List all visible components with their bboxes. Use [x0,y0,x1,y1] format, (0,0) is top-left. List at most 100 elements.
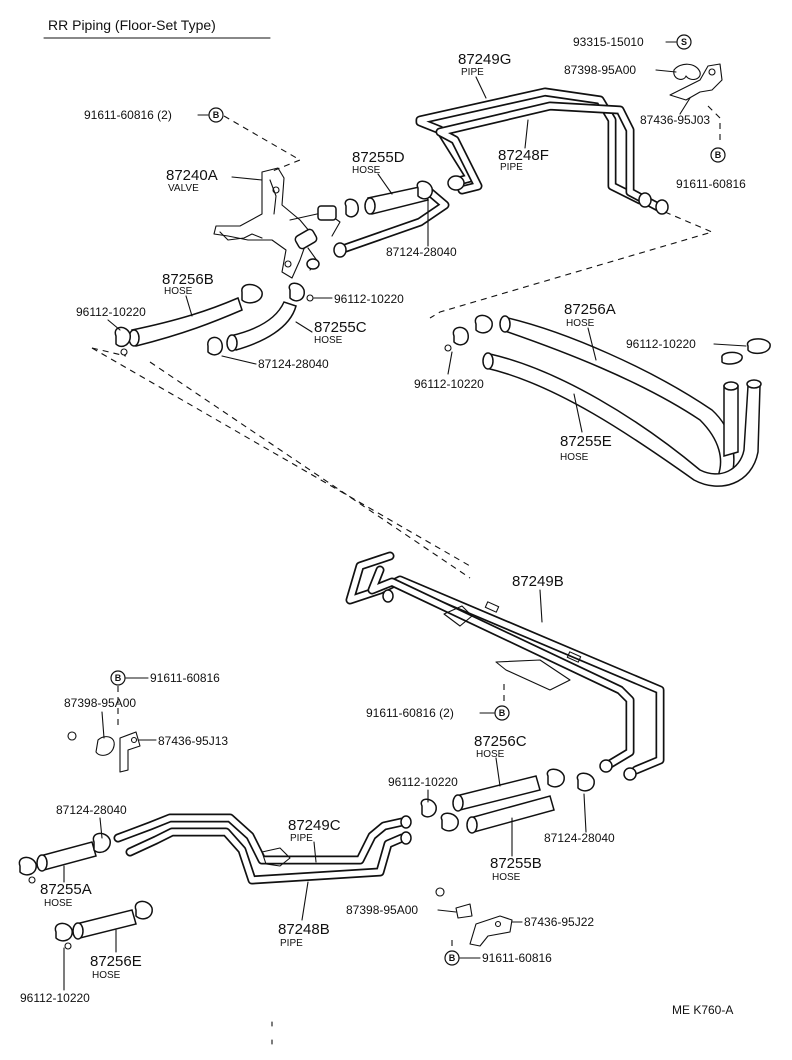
part-number-87255b: 87255B [490,855,542,872]
clamp-96112-10220 [721,338,771,365]
part-number-87256b: 87256B [162,271,214,288]
leader-dashed [149,361,471,579]
pipe-87248b [125,827,407,885]
symbol-s-screw: S [676,34,692,50]
svg-text:S: S [681,37,687,47]
bracket-87436-95j22 [469,915,513,947]
bolt-icon [67,731,77,741]
part-number-96112-10220: 96112-10220 [20,991,90,1005]
part-type-valve: VALVE [168,183,199,194]
part-type-hose: HOSE [476,749,505,760]
pipe-end-fitting [400,831,412,845]
clip-87398-95a00-mid [95,736,115,756]
symbol-b-bolt: B [710,147,726,163]
svg-text:B: B [449,953,456,963]
part-number-87240a: 87240A [166,167,218,184]
clamp-87124-28040 [207,336,223,356]
part-number-96112-10220: 96112-10220 [388,775,458,789]
pipe-87248f-lower [335,183,450,255]
part-type-hose: HOSE [164,286,193,297]
part-number-87436-95j13: 87436-95J13 [158,734,228,748]
part-number-87248b: 87248B [278,921,330,938]
part-number-87436-95j03: 87436-95J03 [640,113,710,127]
diagram-title: RR Piping (Floor-Set Type) [48,17,216,33]
part-type-pipe: PIPE [290,833,313,844]
part-type-pipe: PIPE [500,162,523,173]
symbol-b-bolt: B [110,670,126,686]
part-number-87248f: 87248F [498,147,549,164]
part-type-hose: HOSE [560,452,589,463]
part-number-87255a: 87255A [40,881,92,898]
valve-87240a [213,167,341,279]
part-number-87124-28040: 87124-28040 [56,803,127,817]
hose-87255a [36,841,97,872]
svg-text:B: B [499,708,506,718]
part-number-87124-28040: 87124-28040 [544,831,615,845]
part-type-hose: HOSE [566,318,595,329]
part-type-pipe: PIPE [461,67,484,78]
clamp-96112-10220 [18,856,37,884]
hose-87256b [128,296,243,347]
pipe-end-fitting [400,815,412,829]
part-number-87249b: 87249B [512,573,564,590]
clip-87398-95a00-top [673,63,701,81]
pipe-end-fitting [638,192,652,208]
part-number-96112-10220: 96112-10220 [414,377,484,391]
leader-dashed [91,347,471,567]
clamp-87124-28040 [344,180,433,218]
part-number-87398-95a00: 87398-95A00 [564,63,636,77]
part-number-91611-60816-2: 91611-60816 (2) [84,108,172,122]
part-type-hose: HOSE [492,872,521,883]
part-number-91611-60816-2: 91611-60816 (2) [366,706,454,720]
part-number-91611-60816: 91611-60816 [676,177,746,191]
symbol-b-bolt: B [208,107,224,123]
clamp-96112-10220 [54,900,153,950]
part-number-87436-95j22: 87436-95J22 [524,915,594,929]
part-number-87255e: 87255E [560,433,612,450]
part-number-87256c: 87256C [474,733,527,750]
part-number-91611-60816: 91611-60816 [150,671,220,685]
leader-dashed [91,347,127,357]
pipe-bracket [261,847,291,867]
part-number-87255d: 87255D [352,149,405,166]
pipe-end-fitting [655,199,669,215]
hose-87256e [72,909,137,940]
part-type-hose: HOSE [44,898,73,909]
part-number-96112-10220: 96112-10220 [76,305,146,319]
part-type-hose: HOSE [352,165,381,176]
clamp-87124-28040 [92,832,111,854]
symbol-b-bolt: B [494,705,510,721]
svg-text:B: B [115,673,122,683]
clamp-96112-10220 [114,283,263,356]
part-number-87256e: 87256E [90,953,142,970]
hose-87255b [466,795,555,834]
clamp-96112-10220 [288,282,314,302]
pipe-assembly-87249b [345,551,665,781]
pipe-87248f [435,101,665,213]
pipe-87249c [113,813,407,865]
leader-dashed [223,115,302,173]
svg-text:B: B [715,150,722,160]
part-number-96112-10220: 96112-10220 [626,337,696,351]
symbol-b-bolt: B [444,950,460,966]
part-number-87398-95a00: 87398-95A00 [64,696,136,710]
pipe-end-fitting [333,242,347,258]
clamp-96112-10220 [444,314,493,352]
pipe-87249g [415,87,645,205]
hose-87256a [499,315,735,481]
bracket-87436-95j03 [669,63,723,101]
part-type-hose: HOSE [314,335,343,346]
part-number-87124-28040: 87124-28040 [258,357,329,371]
part-number-87398-95a00: 87398-95A00 [346,903,418,917]
bolt-icon [435,887,445,897]
bracket-87436-95j13 [119,731,141,773]
part-number-87249g: 87249G [458,51,511,68]
part-number-87256a: 87256A [564,301,616,318]
leader-dashed [707,105,721,140]
leader-dashed [429,211,714,319]
part-type-pipe: PIPE [280,938,303,949]
hose-87255e [482,352,762,487]
clamp-87124-28040 [546,768,595,792]
svg-text:B: B [213,110,220,120]
